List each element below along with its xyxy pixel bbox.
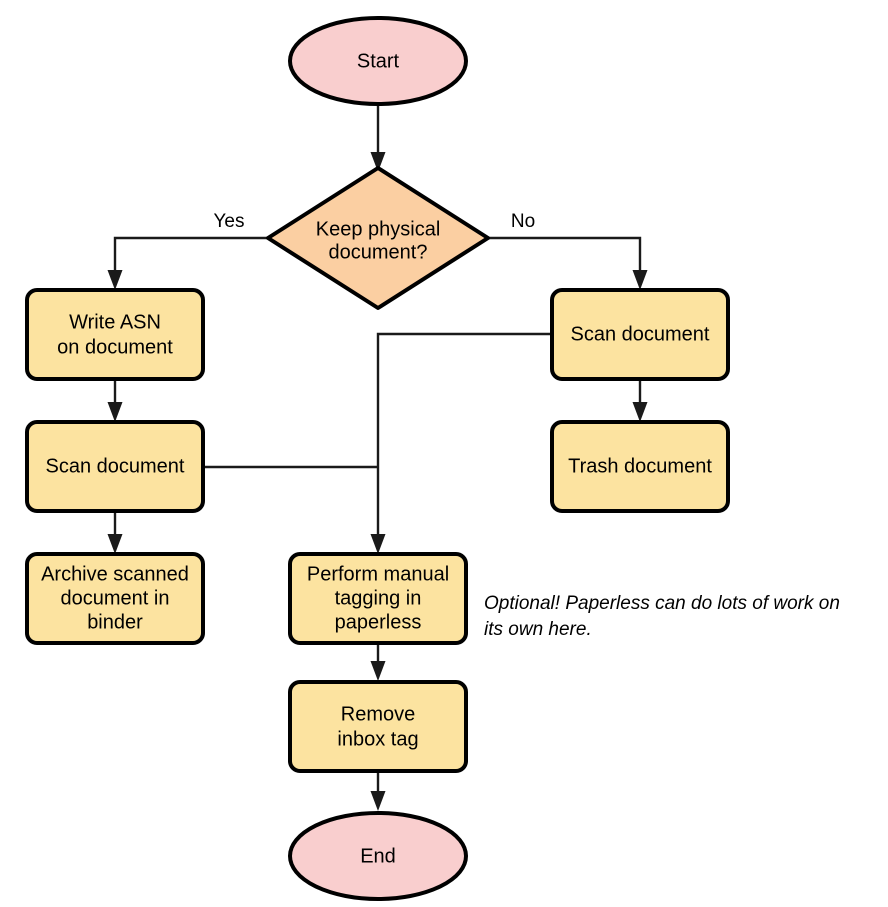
node-write-asn-on-document[interactable]: Write ASN on document — [25, 288, 205, 381]
trash-document-label: Trash document — [568, 455, 712, 477]
write-asn-label-line-1: Write ASN — [69, 311, 161, 333]
scan-document-left-label: Scan document — [46, 455, 185, 477]
node-scan-document-left[interactable]: Scan document — [25, 420, 205, 513]
edge-decision-to-write-asn — [107, 231, 284, 290]
trash-document-box[interactable] — [550, 420, 730, 513]
manual-tagging-label-line-1: Perform manual — [307, 563, 449, 585]
manual-tagging-label-line-3: paperless — [335, 611, 422, 633]
manual-tagging-box[interactable] — [288, 552, 468, 645]
scan-document-right-label: Scan document — [571, 323, 710, 345]
edge-scan-right-to-tagging — [370, 332, 551, 554]
scan-document-left-box[interactable] — [25, 420, 205, 513]
edge-label-layer: Yes No — [214, 211, 536, 232]
edge-label-yes: Yes — [214, 211, 245, 232]
decision-diamond[interactable] — [266, 166, 490, 310]
node-end[interactable]: End — [288, 811, 468, 901]
write-asn-box[interactable] — [25, 288, 205, 381]
node-remove-inbox-tag[interactable]: Remove inbox tag — [288, 680, 468, 773]
annotation-optional-note: Optional! Paperless can do lots of work … — [484, 593, 840, 640]
edge-remove-inbox-to-end — [370, 771, 386, 811]
end-ellipse[interactable] — [288, 811, 468, 901]
node-perform-manual-tagging[interactable]: Perform manual tagging in paperless — [288, 552, 468, 645]
scan-document-right-box[interactable] — [550, 288, 730, 381]
decision-label-line-2: document? — [329, 241, 428, 263]
edge-label-no: No — [511, 211, 535, 232]
node-keep-physical-document-decision[interactable]: Keep physical document? — [266, 166, 490, 310]
optional-note-line-2: its own here. — [484, 619, 592, 640]
node-layer: Start Keep physical document? Write ASN … — [25, 16, 730, 901]
edge-decision-to-scan-right — [472, 231, 648, 290]
decision-label-line-1: Keep physical — [316, 218, 441, 240]
start-label: Start — [357, 50, 400, 72]
start-ellipse[interactable] — [288, 16, 468, 106]
archive-label-line-3: binder — [87, 611, 143, 633]
remove-inbox-tag-box[interactable] — [288, 680, 468, 773]
node-scan-document-right[interactable]: Scan document — [550, 288, 730, 381]
archive-label-line-1: Archive scanned — [41, 563, 189, 585]
remove-inbox-label-line-2: inbox tag — [337, 728, 418, 750]
optional-note-line-1: Optional! Paperless can do lots of work … — [484, 593, 840, 614]
edge-write-asn-to-scan-left — [107, 379, 123, 422]
edge-scan-right-to-trash — [632, 379, 648, 422]
node-start[interactable]: Start — [288, 16, 468, 106]
node-archive-scanned-document[interactable]: Archive scanned document in binder — [25, 552, 205, 645]
remove-inbox-label-line-1: Remove — [341, 703, 415, 725]
edge-tagging-to-remove-inbox — [370, 643, 386, 681]
archive-label-line-2: document in — [61, 587, 170, 609]
edge-layer — [107, 104, 648, 811]
end-label: End — [360, 845, 396, 867]
edge-scan-left-to-archive — [107, 511, 123, 554]
node-trash-document[interactable]: Trash document — [550, 420, 730, 513]
archive-document-box[interactable] — [25, 552, 205, 645]
write-asn-label-line-2: on document — [57, 336, 173, 358]
edge-start-to-decision — [370, 104, 386, 172]
manual-tagging-label-line-2: tagging in — [335, 587, 422, 609]
